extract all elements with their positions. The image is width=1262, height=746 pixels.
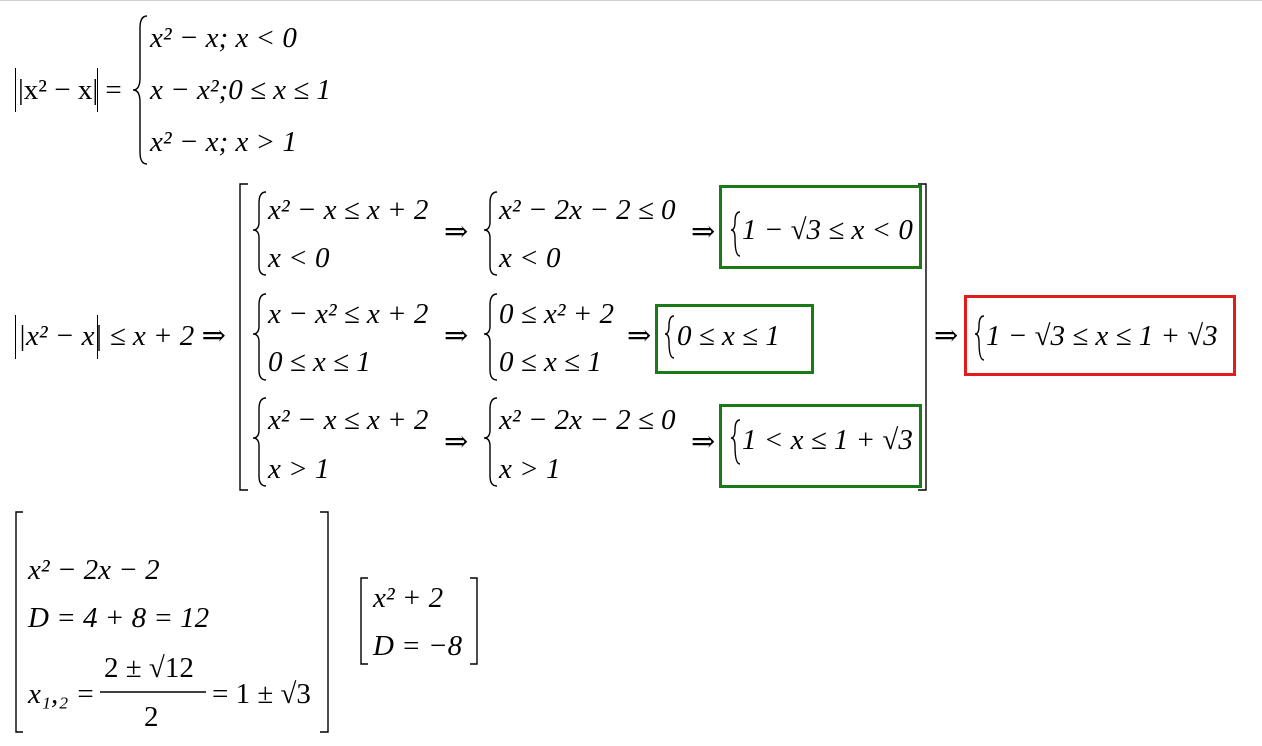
brace-r2-s2 xyxy=(483,293,498,381)
brace-r1-s1 xyxy=(252,191,267,276)
brace-r3-s1 xyxy=(252,397,267,487)
r1-sys2-line1: x² − 2x − 2 ≤ 0 xyxy=(499,194,676,226)
r1-implies-2: ⇒ xyxy=(691,216,716,248)
r1-sys1-line1: x² − x ≤ x + 2 xyxy=(268,194,429,226)
definition-brace xyxy=(132,15,148,165)
r1-result: 1 − √3 ≤ x < 0 xyxy=(742,214,913,246)
big-bracket-left xyxy=(239,183,248,491)
aux-roots-numerator: 2 ± √12 xyxy=(104,652,194,684)
r3-sys2-line2: x > 1 xyxy=(499,453,561,485)
brace-res2 xyxy=(664,315,675,359)
final-result: 1 − √3 ≤ x ≤ 1 + √3 xyxy=(986,320,1218,352)
r3-sys1-line1: x² − x ≤ x + 2 xyxy=(268,404,429,436)
abs-bar-left-2 xyxy=(15,315,17,359)
r1-sys2-line2: x < 0 xyxy=(499,242,561,274)
r2-sys1-line1: x − x² ≤ x + 2 xyxy=(268,298,429,330)
aux-roots-lhs: x₁,₂ = xyxy=(28,678,96,710)
aux-bracket-left xyxy=(15,511,23,733)
final-implies: ⇒ xyxy=(934,320,959,352)
r2-sys1-line2: 0 ≤ x ≤ 1 xyxy=(268,346,371,378)
abs-bar-right xyxy=(97,68,99,112)
r3-implies-1: ⇒ xyxy=(444,426,469,458)
brace-r3-s2 xyxy=(483,397,498,487)
final-result-box xyxy=(964,295,1236,376)
aux-quadratic: x² − 2x − 2 xyxy=(28,554,160,586)
inequality-lhs: |x² − x| ≤ x + 2 ⇒ xyxy=(18,320,226,352)
brace-res1 xyxy=(730,211,741,257)
aux2-bracket-right xyxy=(470,577,478,665)
r2-implies-2: ⇒ xyxy=(627,320,652,352)
result-box-1 xyxy=(719,185,922,269)
case-3: x² − x; x > 1 xyxy=(150,126,297,158)
case-2: x − x²;0 ≤ x ≤ 1 xyxy=(150,74,331,106)
r3-sys2-line1: x² − 2x − 2 ≤ 0 xyxy=(499,404,676,436)
brace-r2-s1 xyxy=(252,293,267,381)
r3-result: 1 < x ≤ 1 + √3 xyxy=(742,424,913,456)
r3-sys1-line2: x > 1 xyxy=(268,453,330,485)
r3-implies-2: ⇒ xyxy=(691,426,716,458)
big-bracket-right xyxy=(918,183,927,491)
aux-discriminant: D = 4 + 8 = 12 xyxy=(28,602,210,634)
abs-bar-right-2 xyxy=(97,315,99,359)
aux-roots-rhs: = 1 ± √3 xyxy=(212,678,311,710)
brace-r1-s2 xyxy=(483,191,498,276)
r2-result: 0 ≤ x ≤ 1 xyxy=(677,320,780,352)
case-1: x² − x; x < 0 xyxy=(150,22,297,54)
r2-sys2-line2: 0 ≤ x ≤ 1 xyxy=(499,346,602,378)
aux2-discriminant: D = −8 xyxy=(373,630,463,662)
abs-bar-left xyxy=(15,68,17,112)
result-box-3 xyxy=(719,404,922,488)
brace-final xyxy=(974,315,985,361)
r1-implies-1: ⇒ xyxy=(444,216,469,248)
brace-res3 xyxy=(730,419,741,465)
aux2-expression: x² + 2 xyxy=(373,582,444,614)
aux-roots-denominator: 2 xyxy=(144,701,159,733)
top-border xyxy=(0,0,1262,1)
result-box-2 xyxy=(655,304,814,374)
aux2-bracket-left xyxy=(360,577,368,665)
r2-sys2-line1: 0 ≤ x² + 2 xyxy=(499,298,615,330)
aux-bracket-right xyxy=(320,511,329,733)
r2-implies-1: ⇒ xyxy=(444,320,469,352)
r1-sys1-line2: x < 0 xyxy=(268,242,330,274)
definition-lhs: |x² − x| = xyxy=(18,74,122,106)
